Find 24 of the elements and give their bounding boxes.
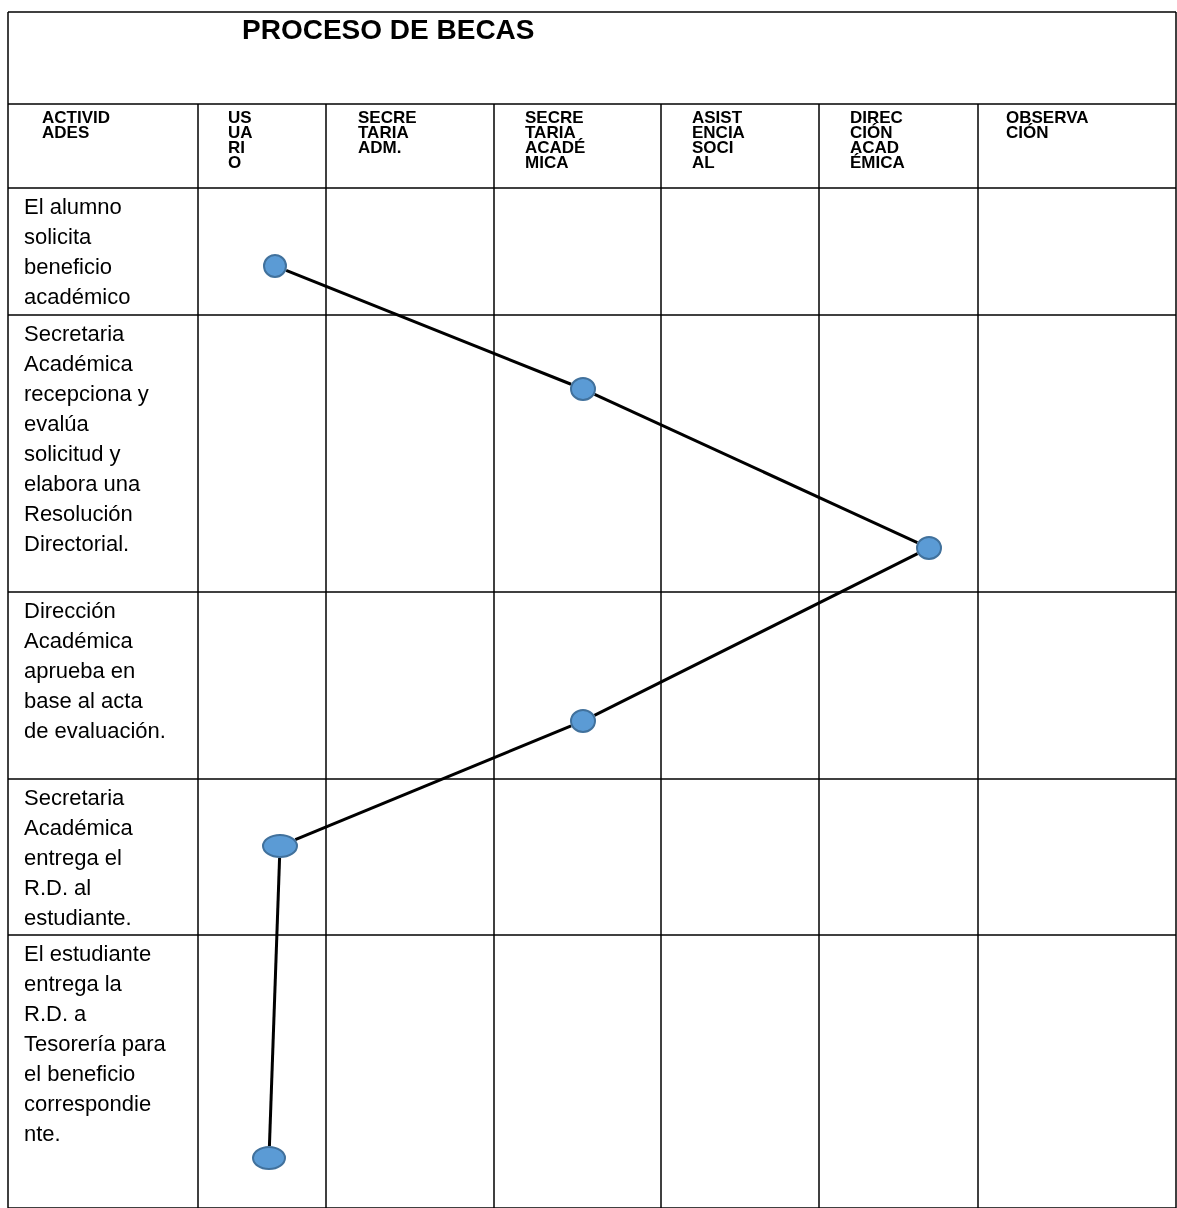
column-header: ASIST ENCIA SOCI AL <box>692 110 745 170</box>
activity-text: Dirección Académica aprueba en base al acta de evaluación. <box>24 597 166 745</box>
column-header: ACTIVID ADES <box>42 110 110 140</box>
column-header: SECRE TARIA ADM. <box>358 110 417 155</box>
column-header: SECRE TARIA ACADÉ MICA <box>525 110 586 170</box>
column-header: US UA RI O <box>228 110 252 170</box>
step-circle <box>570 709 596 733</box>
connector-line <box>593 552 919 717</box>
step-circle <box>262 834 298 858</box>
column-header: OBSERVA CIÓN <box>1006 110 1088 140</box>
connector-line <box>294 724 572 842</box>
step-circle <box>916 536 942 560</box>
connector-line <box>594 393 918 544</box>
activity-text: El alumno solicita beneficio académico <box>24 193 132 311</box>
step-circle <box>252 1146 286 1170</box>
activity-text: Secretaria Académica recepciona y evalúa solicitud y elabora una Resolución Directorial. <box>24 320 150 558</box>
connector-line <box>267 857 282 1147</box>
activity-text: Secretaria Académica entrega el R.D. al estudiante. <box>24 784 134 932</box>
connector-line <box>285 269 572 386</box>
step-circle <box>570 377 596 401</box>
activity-text: El estudiante entrega la R.D. a Tesorería para el beneficio correspondie nte. <box>24 940 166 1148</box>
table-title: PROCESO DE BECAS <box>242 14 535 46</box>
step-circle <box>263 254 287 278</box>
column-header: DIREC CIÓN ACAD ÉMICA <box>850 110 905 170</box>
